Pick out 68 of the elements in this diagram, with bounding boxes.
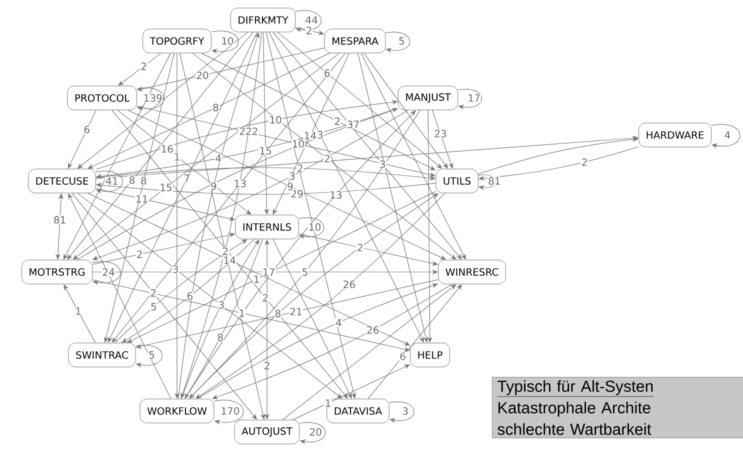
- arrow: [192, 52, 456, 260]
- edge-label: 15: [258, 146, 272, 156]
- edge-label: 10: [268, 116, 282, 124]
- edge-label: 14: [222, 256, 236, 264]
- edge-label: 5: [150, 302, 158, 312]
- edge-label: 13: [329, 190, 343, 200]
- module-box: SWINTRAC: [68, 342, 136, 368]
- edge-label: 4: [214, 154, 222, 162]
- module-box: WINRESRC: [438, 260, 506, 284]
- self-loop-arrow: [211, 30, 239, 54]
- edge-label: 170: [220, 406, 240, 416]
- edge-label: 20: [196, 71, 210, 80]
- arrow: [117, 110, 252, 215]
- edge-label: 16: [160, 144, 174, 154]
- edge-label: 20: [308, 428, 322, 436]
- arrow: [88, 52, 330, 169]
- self-loop-arrow: [214, 400, 244, 425]
- edge-label: 10: [220, 36, 234, 46]
- self-loop-arrow: [389, 402, 414, 423]
- edge-label: 81: [53, 216, 67, 224]
- edge-label: 2: [150, 288, 158, 298]
- edge-label: 2: [140, 62, 148, 70]
- arrow: [118, 52, 162, 86]
- edge-label: 8: [212, 103, 220, 112]
- self-loop-arrow: [92, 261, 121, 286]
- module-box: MANJUST: [398, 86, 458, 110]
- arrow: [77, 192, 342, 399]
- edge-label: 26: [342, 280, 356, 289]
- edge-label: 3: [218, 300, 226, 310]
- edge-label: 10: [291, 140, 306, 148]
- module-box: WORKFLOW: [140, 398, 214, 424]
- edge-label: 81: [488, 176, 502, 186]
- self-loop-arrow: [385, 32, 410, 53]
- edge-label: 1: [74, 307, 82, 316]
- module-box: HELP: [410, 342, 450, 368]
- arrow: [282, 284, 456, 420]
- edge-label: 2: [296, 164, 304, 173]
- module-box: HARDWARE: [638, 122, 712, 148]
- edge-label: 26: [366, 326, 380, 334]
- module-box: DIFRKMTY: [230, 8, 296, 32]
- self-loop-arrow: [136, 88, 164, 111]
- module-box: MOTRSTRG: [21, 260, 93, 284]
- note-box: Typisch für Alt-Systen Katastrophale Archite schlechte Wartbarkeit: [492, 377, 743, 438]
- module-box: TOPOGRFY: [142, 28, 212, 54]
- module-box: PROTOCOL: [67, 86, 137, 110]
- module-box: INTERNLS: [235, 214, 299, 240]
- edge-label: 2: [262, 294, 270, 302]
- edge-label: 9: [286, 182, 294, 191]
- edge-label: 139: [142, 94, 163, 102]
- module-box: DETECUSE: [28, 168, 96, 194]
- edge-label: 37: [346, 120, 360, 129]
- module-box: UTILS: [436, 168, 478, 194]
- edge-label: 6: [399, 352, 406, 361]
- self-loop-arrow: [298, 217, 324, 240]
- edge-label: 10: [308, 222, 322, 232]
- module-box: MESPARA: [324, 28, 386, 54]
- self-loop-arrow: [299, 422, 326, 444]
- self-loop-arrow: [135, 344, 162, 368]
- self-loop-arrow: [458, 88, 482, 110]
- edge-label: 222: [238, 127, 259, 136]
- edge-label: 13: [233, 179, 248, 188]
- self-loop-arrow: [711, 124, 740, 148]
- self-loop-arrow: [96, 170, 123, 194]
- module-box: AUTOJUST: [234, 420, 300, 444]
- edge-label: 3: [402, 406, 410, 416]
- self-loop-arrow: [478, 174, 496, 190]
- self-loop-arrow: [295, 10, 322, 32]
- edge-label: 8: [216, 333, 224, 342]
